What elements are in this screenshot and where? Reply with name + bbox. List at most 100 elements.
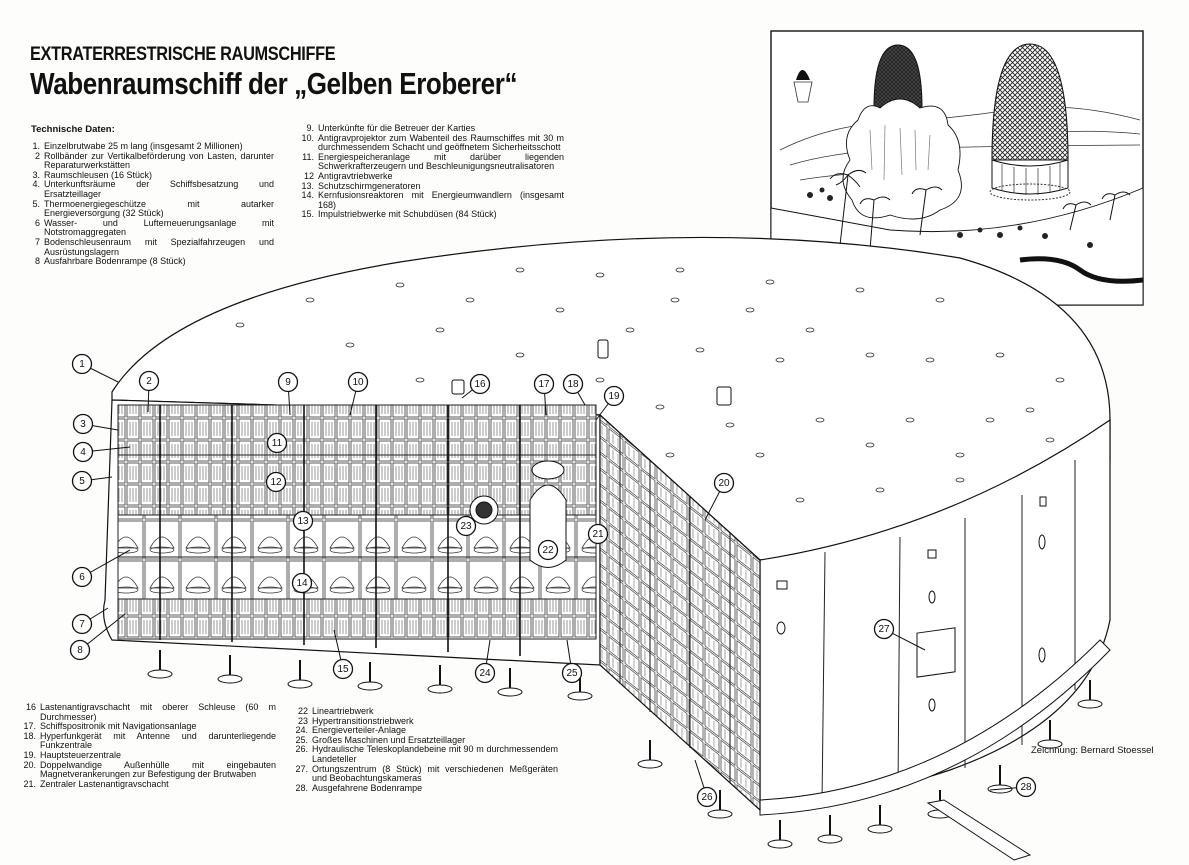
- callout-number: 24: [479, 668, 491, 679]
- legend-item: 24. Energieverteiler-Anlage: [290, 726, 558, 736]
- legend-item-number: 15.: [301, 209, 314, 220]
- legend-item-text: Hydraulische Teleskoplandebeine mit 90 m…: [312, 744, 558, 764]
- top-vent: [435, 327, 445, 333]
- top-vent: [795, 497, 805, 503]
- legend-item-number: 13.: [301, 180, 314, 191]
- legend-item-number: 11.: [302, 151, 314, 162]
- river: [1019, 256, 1144, 284]
- legend-item-number: 2: [34, 150, 40, 161]
- legend-item: 13.Schutzschirmgeneratoren: [296, 180, 564, 192]
- legend-item-text: Schiffspositronik mit Navigationsanlage: [40, 721, 197, 732]
- callout-8: 8: [69, 613, 126, 661]
- callout-12: 12: [265, 471, 287, 493]
- landing-leg: [867, 805, 893, 834]
- legend-item-text: Doppelwandige Außenhülle mit eingebauten…: [40, 759, 276, 780]
- landing-leg: [817, 815, 843, 844]
- legend-item-text: Unterkunftsräume der Schiffsbesatzung un…: [44, 179, 274, 199]
- callout-4: 4: [72, 441, 131, 463]
- callout-circle: [455, 515, 477, 537]
- callout-17: 17: [533, 373, 555, 416]
- callout-number: 22: [542, 545, 554, 556]
- landing-leg: [707, 790, 733, 819]
- top-vent: [765, 279, 775, 285]
- callout-18: 18: [562, 373, 586, 406]
- callout-circle: [713, 472, 735, 494]
- legend-item-number: 12: [303, 170, 314, 181]
- callout-number: 2: [146, 376, 152, 387]
- callout-9: 9: [277, 371, 299, 416]
- legend-item: 18.Hyperfunkgerät mit Antenne und darunt…: [18, 730, 276, 751]
- callout-24: 24: [474, 639, 496, 684]
- callout-25: 25: [561, 639, 583, 684]
- callout-circle: [1015, 776, 1037, 798]
- callout-2: 2: [138, 370, 160, 413]
- callout-number: 26: [701, 792, 713, 803]
- top-vent: [855, 287, 865, 293]
- callout-22: 22: [537, 539, 559, 561]
- callout-number: 11: [272, 438, 283, 449]
- legend-item: 4. Unterkunftsräume der Schiffsbesatzung …: [22, 180, 274, 199]
- legend-item: 10.Antigravprojektor zum Wabenteil des R…: [296, 133, 564, 153]
- legend-item: 14.Kernfusionsreaktoren mit Energieumwan…: [296, 190, 564, 210]
- legend-item-number: 27.: [295, 763, 308, 774]
- legend-list-1-8: 1.Einzelbrutwabe 25 m lang (insgesamt 2 …: [22, 141, 274, 267]
- legend-item-number: 1.: [32, 141, 40, 151]
- top-vent: [395, 282, 405, 288]
- callout-number: 28: [1020, 782, 1032, 793]
- callout-circle: [873, 618, 895, 640]
- bulkheads: [159, 405, 521, 656]
- top-vent: [925, 357, 935, 363]
- callout-circle: [603, 385, 625, 407]
- callout-circle: [71, 613, 93, 635]
- legend-item-text: Hyperfunkgerät mit Antenne und darunterl…: [40, 730, 276, 751]
- landing-leg: [357, 662, 383, 691]
- callout-circle: [332, 658, 354, 680]
- callout-circle: [71, 566, 93, 588]
- legend-item-number: 20.: [23, 759, 36, 770]
- legend-item-number: 24.: [295, 725, 308, 736]
- legend-item: 17. Schiffspositronik mit Navigationsanla…: [18, 722, 276, 732]
- legend-item-text: Energieverteiler-Anlage: [312, 725, 407, 736]
- top-hatches: [451, 339, 732, 406]
- ground-ramp: [926, 799, 1032, 861]
- legend-item-text: Thermoenergiegeschütze mit autarker Ener…: [44, 198, 274, 219]
- hull-windows: [776, 496, 1047, 712]
- legend-item: 11.Energiespeicheranlage mit darüber lie…: [296, 151, 564, 172]
- legend-item: 27.Ortungszentrum (8 Stück) mit verschie…: [290, 763, 558, 784]
- top-vent: [905, 417, 915, 423]
- top-vent: [665, 452, 675, 458]
- callout-1: 1: [71, 353, 119, 383]
- callout-28: 28: [989, 776, 1037, 798]
- large-honeycomb-ship: [989, 43, 1071, 201]
- callout-23: 23: [455, 515, 477, 537]
- top-vent: [775, 357, 785, 363]
- landing-leg: [147, 650, 173, 679]
- top-vent: [595, 377, 605, 383]
- callout-13: 13: [292, 510, 314, 532]
- callout-number: 25: [566, 668, 578, 679]
- legend-item: 20. Doppelwandige Außenhülle mit eingebau…: [18, 759, 276, 780]
- top-vent: [670, 297, 680, 303]
- legend-item-text: Kernfusionsreaktoren mit Energieumwandle…: [318, 190, 564, 210]
- legend-item-text: Zentraler Lastenantigravschacht: [40, 778, 169, 789]
- callout-number: 15: [337, 664, 349, 675]
- legend-item-number: 17.: [23, 721, 36, 732]
- callout-circle: [71, 470, 93, 492]
- callout-number: 8: [77, 645, 83, 656]
- legend-item: 5.Thermoenergiegeschütze mit autarker En…: [22, 198, 274, 219]
- callout-circle: [474, 662, 496, 684]
- top-vent: [675, 267, 685, 273]
- hull-panel-seams: [821, 460, 1076, 804]
- callout-circle: [561, 662, 583, 684]
- callout-number: 20: [718, 478, 730, 489]
- legend-item-text: Großes Maschinen und Ersatzteillager: [312, 734, 466, 745]
- legend-item-number: 22: [297, 706, 308, 716]
- legend-item-number: 4.: [32, 179, 40, 190]
- top-vent: [865, 352, 875, 358]
- vegetation: [829, 169, 1131, 251]
- top-vents: [235, 267, 1065, 503]
